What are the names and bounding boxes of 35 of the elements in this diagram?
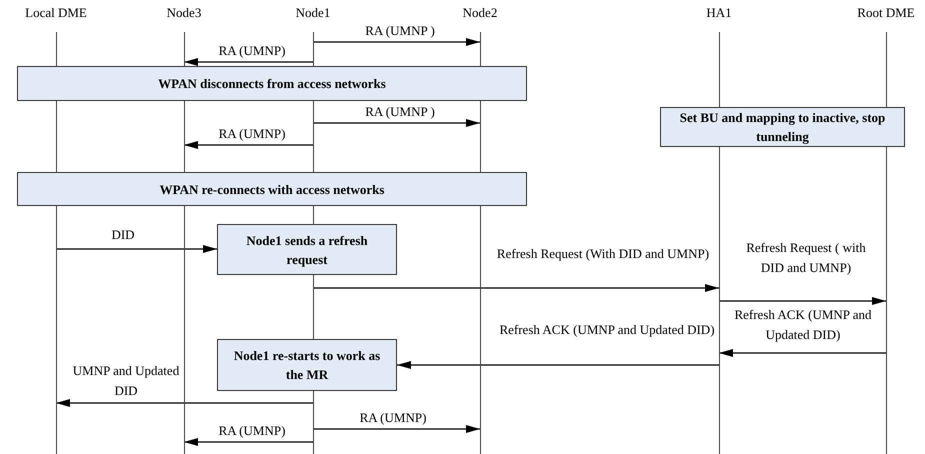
message-arrow xyxy=(184,438,313,446)
edge-label: RA (UMNP ) xyxy=(364,22,436,40)
message-arrow xyxy=(313,38,480,46)
message-arrow xyxy=(184,141,313,149)
message-arrow xyxy=(719,349,886,357)
edge-label: Refresh ACK (UMNP and Updated DID) xyxy=(498,321,716,339)
edge-label: Refresh Request (With DID and UMNP) xyxy=(496,245,710,263)
message-arrow xyxy=(719,297,886,305)
edge-label: DID xyxy=(110,226,136,244)
message-arrow xyxy=(56,399,313,407)
participant-label: Node1 xyxy=(296,4,330,22)
participant-label: HA1 xyxy=(706,4,732,22)
message-arrow xyxy=(313,119,480,127)
message-arrow xyxy=(313,425,480,433)
process-box: Set BU and mapping to inactive, stop tunneling xyxy=(660,107,905,147)
edge-label: RA (UMNP) xyxy=(218,42,286,60)
message-arrow xyxy=(56,245,217,253)
participant-label: Root DME xyxy=(857,4,915,22)
edge-label: RA (UMNP) xyxy=(358,409,428,427)
edge-label: RA (UMNP) xyxy=(218,422,286,440)
process-box: Node1 sends a refresh request xyxy=(217,224,397,275)
process-box: WPAN disconnects from access networks xyxy=(17,66,527,101)
message-arrow xyxy=(184,58,313,66)
process-box: Node1 re-starts to work as the MR xyxy=(217,339,397,391)
message-arrow xyxy=(397,361,719,369)
edge-label: RA (UMNP ) xyxy=(364,103,436,121)
edge-label: RA (UMNP) xyxy=(218,125,286,143)
edge-label: UMNP and Updated DID xyxy=(72,362,180,400)
edge-label: Refresh Request ( with DID and UMNP) xyxy=(745,239,867,277)
participant-label: Node2 xyxy=(462,4,498,22)
process-box: WPAN re-connects with access networks xyxy=(17,172,527,206)
edge-label: Refresh ACK (UMNP and Updated DID) xyxy=(733,306,873,344)
participant-label: Node3 xyxy=(166,4,202,22)
message-arrow xyxy=(313,284,719,292)
participant-label: Local DME xyxy=(25,4,87,22)
